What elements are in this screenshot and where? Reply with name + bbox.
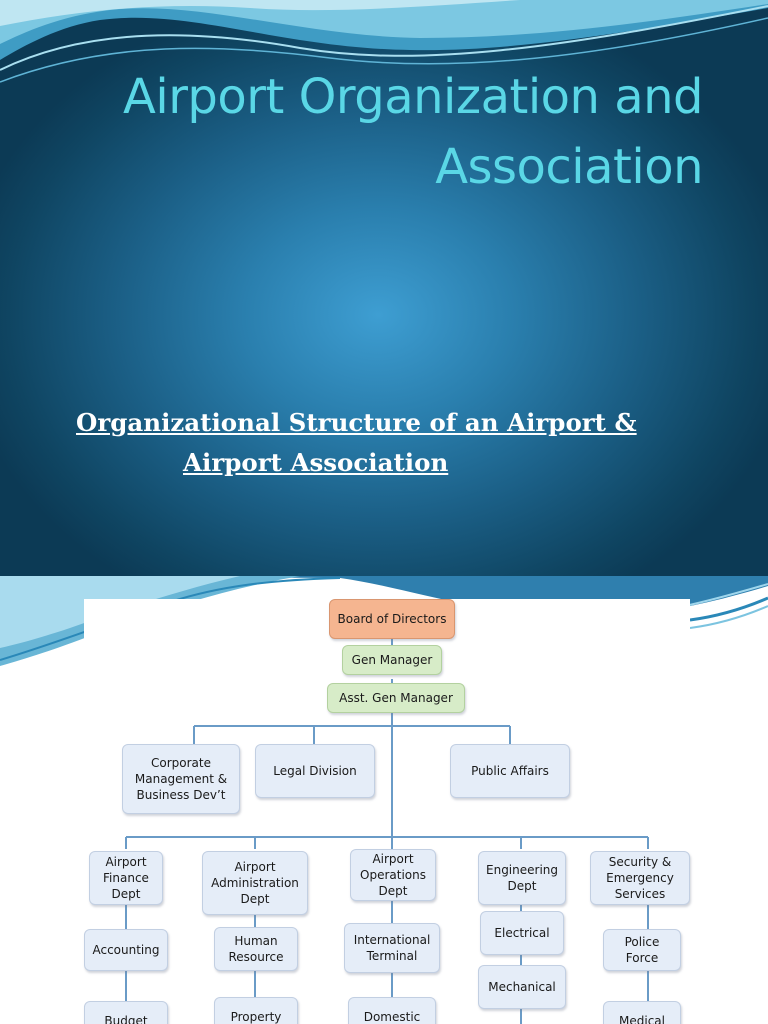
staff-unit-box: Corporate Management & Business Dev’t bbox=[122, 744, 240, 814]
department-box: Engineering Dept bbox=[478, 851, 566, 905]
department-box: Security & Emergency Services bbox=[590, 851, 690, 905]
unit-box: Budget bbox=[84, 1001, 168, 1024]
staff-unit-box: Public Affairs bbox=[450, 744, 570, 798]
unit-box: International Terminal bbox=[344, 923, 440, 973]
unit-box: Domestic bbox=[348, 997, 436, 1024]
unit-box: Property bbox=[214, 997, 298, 1024]
department-box: Airport Operations Dept bbox=[350, 849, 436, 901]
board-of-directors-box: Board of Directors bbox=[329, 599, 455, 639]
asst-gen-manager-box: Asst. Gen Manager bbox=[327, 683, 465, 713]
department-box: Airport Administration Dept bbox=[202, 851, 308, 915]
title-slide: Airport Organization and Association Org… bbox=[0, 0, 768, 576]
org-chart-connectors bbox=[125, 639, 649, 1024]
slide-title: Airport Organization and Association bbox=[40, 62, 703, 202]
unit-box: Police Force bbox=[603, 929, 681, 971]
title-line-1: Airport Organization and bbox=[123, 69, 703, 125]
subtitle-line-2: Airport Association bbox=[183, 448, 449, 477]
unit-box: Accounting bbox=[84, 929, 168, 971]
staff-unit-box: Legal Division bbox=[255, 744, 375, 798]
department-box: Airport Finance Dept bbox=[89, 851, 163, 905]
title-line-2: Association bbox=[435, 139, 703, 195]
unit-box: Mechanical bbox=[478, 965, 566, 1009]
unit-box: Medical bbox=[603, 1001, 681, 1024]
org-chart-slide: Board of Directors Gen Manager Asst. Gen… bbox=[0, 576, 768, 1024]
unit-box: Electrical bbox=[480, 911, 564, 955]
unit-box: Human Resource bbox=[214, 927, 298, 971]
subtitle-line-1: Organizational Structure of an Airport & bbox=[76, 408, 637, 437]
org-chart: Board of Directors Gen Manager Asst. Gen… bbox=[84, 599, 690, 1024]
gen-manager-box: Gen Manager bbox=[342, 645, 442, 675]
wave-decoration bbox=[0, 0, 768, 83]
